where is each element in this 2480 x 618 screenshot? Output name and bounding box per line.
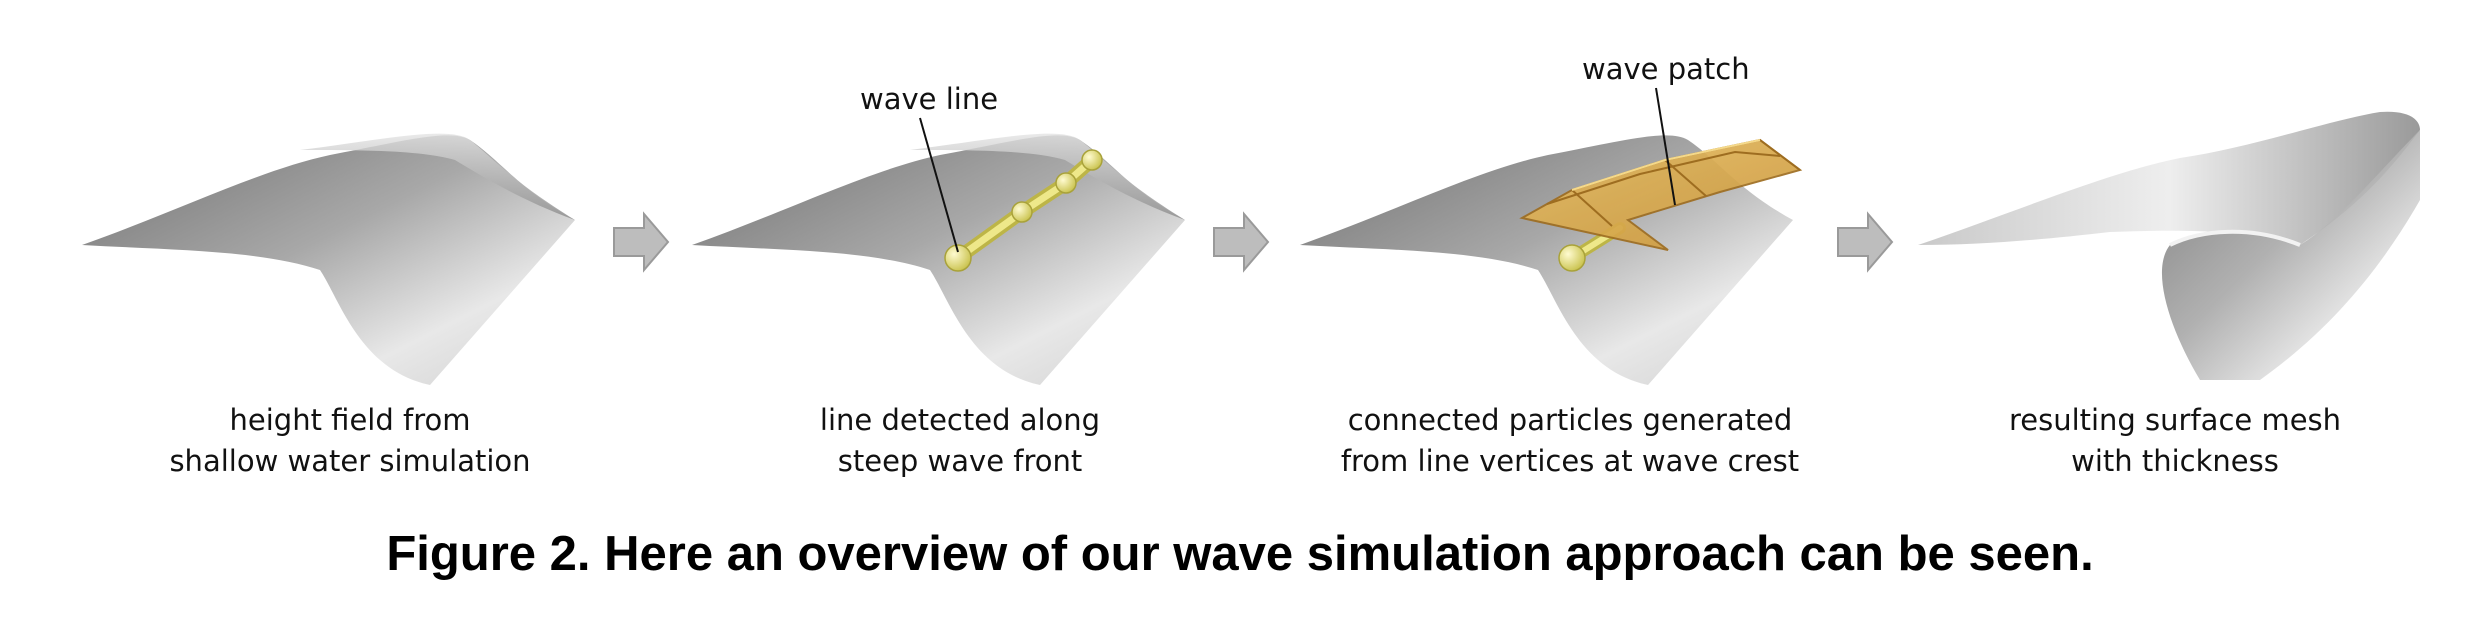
arrow-3-icon [1837, 211, 1894, 273]
wave-patch [1519, 138, 1803, 251]
wave-line-vertex [944, 244, 972, 272]
wave-line-surface [692, 133, 1185, 385]
height-field-surface [82, 133, 575, 385]
wave-line-leader [919, 117, 959, 253]
panel-2-label-line-1: line detected along [819, 403, 1101, 437]
panel-1-label-line-1: height field from [229, 403, 471, 437]
wave-patch-callout: wave patch [1582, 52, 1750, 86]
arrow-1-icon [613, 211, 670, 273]
wave-line-vertex [1055, 172, 1077, 194]
panel-3-label: connected particles generated from line … [1310, 400, 1830, 482]
particle-vertex [1558, 244, 1586, 272]
panel-2-label-line-2: steep wave front [837, 444, 1083, 478]
arrow-2-icon [1213, 211, 1270, 273]
panel-3-label-line-1: connected particles generated [1347, 403, 1793, 437]
figure-caption: Figure 2. Here an overview of our wave s… [386, 527, 2094, 581]
panel-3-label-line-2: from line vertices at wave crest [1340, 444, 1800, 478]
panel-4-label: resulting surface mesh with thickness [1975, 400, 2375, 482]
panel-4-label-line-1: resulting surface mesh [2008, 403, 2342, 437]
wave-patch-leader [1655, 87, 1676, 206]
panel-2-label: line detected along steep wave front [760, 400, 1160, 482]
wave-line-vertex [1011, 201, 1033, 223]
panel-1-label-line-2: shallow water simulation [169, 444, 531, 478]
wave-line-vertex [1081, 149, 1103, 171]
resulting-mesh-surface [1918, 111, 2420, 380]
panel-1-label: height field from shallow water simulati… [150, 400, 550, 482]
wave-line-callout: wave line [860, 82, 999, 116]
wave-line [944, 149, 1103, 272]
panel-4-label-line-2: with thickness [2071, 444, 2279, 478]
